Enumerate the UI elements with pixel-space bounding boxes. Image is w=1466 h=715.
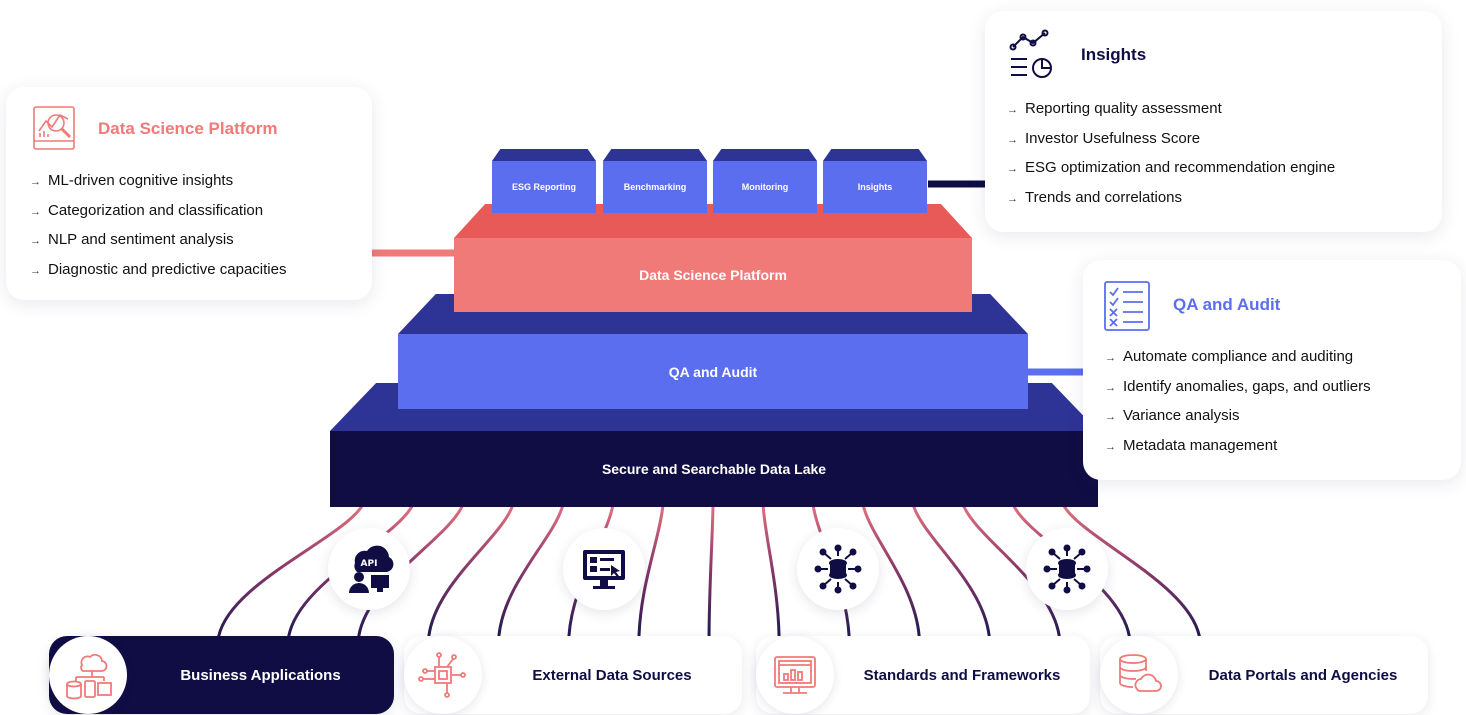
data-science-platform-card: Data Science Platform →ML-driven cogniti…: [6, 87, 372, 300]
qa-audit-card: QA and Audit →Automate compliance and au…: [1083, 260, 1461, 480]
tab-monitoring-label: Monitoring: [741, 182, 789, 192]
data-flow-line: [426, 504, 514, 642]
source-data-portals-and-agencies: Data Portals and Agencies: [1100, 636, 1428, 714]
data-flow-line: [912, 504, 992, 642]
external-data-sources-label: External Data Sources: [532, 666, 692, 684]
tab-benchmarking-label: Benchmarking: [623, 182, 687, 192]
cloud-database-icon: [1100, 636, 1178, 714]
circuit-chip-icon: [404, 636, 482, 714]
list-item: →ESG optimization and recommendation eng…: [1007, 159, 1336, 176]
database-network-icon: [1026, 528, 1108, 610]
source-external-data-sources: External Data Sources: [404, 636, 742, 714]
source-standards-and-frameworks: Standards and Frameworks: [756, 636, 1090, 714]
list-item: →ML-driven cognitive insights: [30, 172, 234, 189]
list-item: →Automate compliance and auditing: [1105, 348, 1354, 365]
data-science-platform-layer: Data Science Platform: [454, 204, 972, 312]
list-item: →Metadata management: [1105, 436, 1278, 454]
data-flow-line: [861, 504, 921, 642]
data-flow-line: [637, 504, 665, 642]
tab-monitoring: Monitoring: [713, 149, 817, 213]
analytics-monitor-icon: [756, 636, 834, 714]
business-applications-label: Business Applications: [180, 666, 341, 684]
qa-audit-layer-label: QA and Audit: [668, 363, 758, 380]
list-item: →Categorization and classification: [30, 201, 264, 219]
dsp-layer-label: Data Science Platform: [639, 267, 787, 283]
data-flow-line: [962, 504, 1062, 642]
data-flow-line: [216, 504, 364, 642]
list-item: →NLP and sentiment analysis: [30, 231, 234, 248]
standards-and-frameworks-label: Standards and Frameworks: [863, 666, 1061, 684]
list-item: →Investor Usefulness Score: [1007, 129, 1201, 147]
list-item: →Trends and correlations: [1007, 188, 1183, 206]
tab-benchmarking: Benchmarking: [603, 149, 707, 213]
dashboard-screen-icon: [563, 528, 645, 610]
qa-card-title: QA and Audit: [1173, 295, 1281, 314]
tab-insights: Insights: [823, 149, 927, 213]
data-flow-line: [761, 504, 781, 642]
dsp-card-title: Data Science Platform: [98, 119, 278, 138]
trend-chart-icon: [1007, 29, 1057, 81]
data-portals-and-agencies-label: Data Portals and Agencies: [1208, 666, 1398, 684]
data-lake-label: Secure and Searchable Data Lake: [601, 461, 827, 477]
insights-card: Insights →Reporting quality assessment →…: [985, 11, 1442, 232]
source-business-applications: Business Applications: [49, 636, 394, 714]
list-item: →Reporting quality assessment: [1007, 100, 1222, 117]
tab-insights-label: Insights: [857, 182, 893, 192]
list-item: →Variance analysis: [1105, 407, 1240, 424]
database-network-icon: [797, 528, 879, 610]
data-analysis-icon: [30, 103, 82, 155]
qa-card-list: →Automate compliance and auditing →Ident…: [1105, 343, 1371, 461]
cloud-devices-icon: [49, 636, 127, 714]
data-flow-line: [707, 504, 715, 642]
insights-card-list: →Reporting quality assessment →Investor …: [1007, 95, 1335, 213]
dsp-card-list: →ML-driven cognitive insights →Categoriz…: [30, 167, 286, 285]
api-developer-icon: API: [328, 528, 410, 610]
tab-esg-reporting-label: ESG Reporting: [511, 182, 576, 192]
list-item: →Diagnostic and predictive capacities: [30, 260, 287, 278]
svg-text:API: API: [361, 559, 378, 569]
list-item: →Identify anomalies, gaps, and outliers: [1105, 377, 1371, 395]
data-flow-line: [1062, 504, 1202, 642]
checklist-icon: [1101, 278, 1155, 332]
tab-esg-reporting: ESG Reporting: [492, 149, 596, 213]
data-flow-line: [497, 504, 565, 642]
insights-card-title: Insights: [1081, 45, 1147, 64]
